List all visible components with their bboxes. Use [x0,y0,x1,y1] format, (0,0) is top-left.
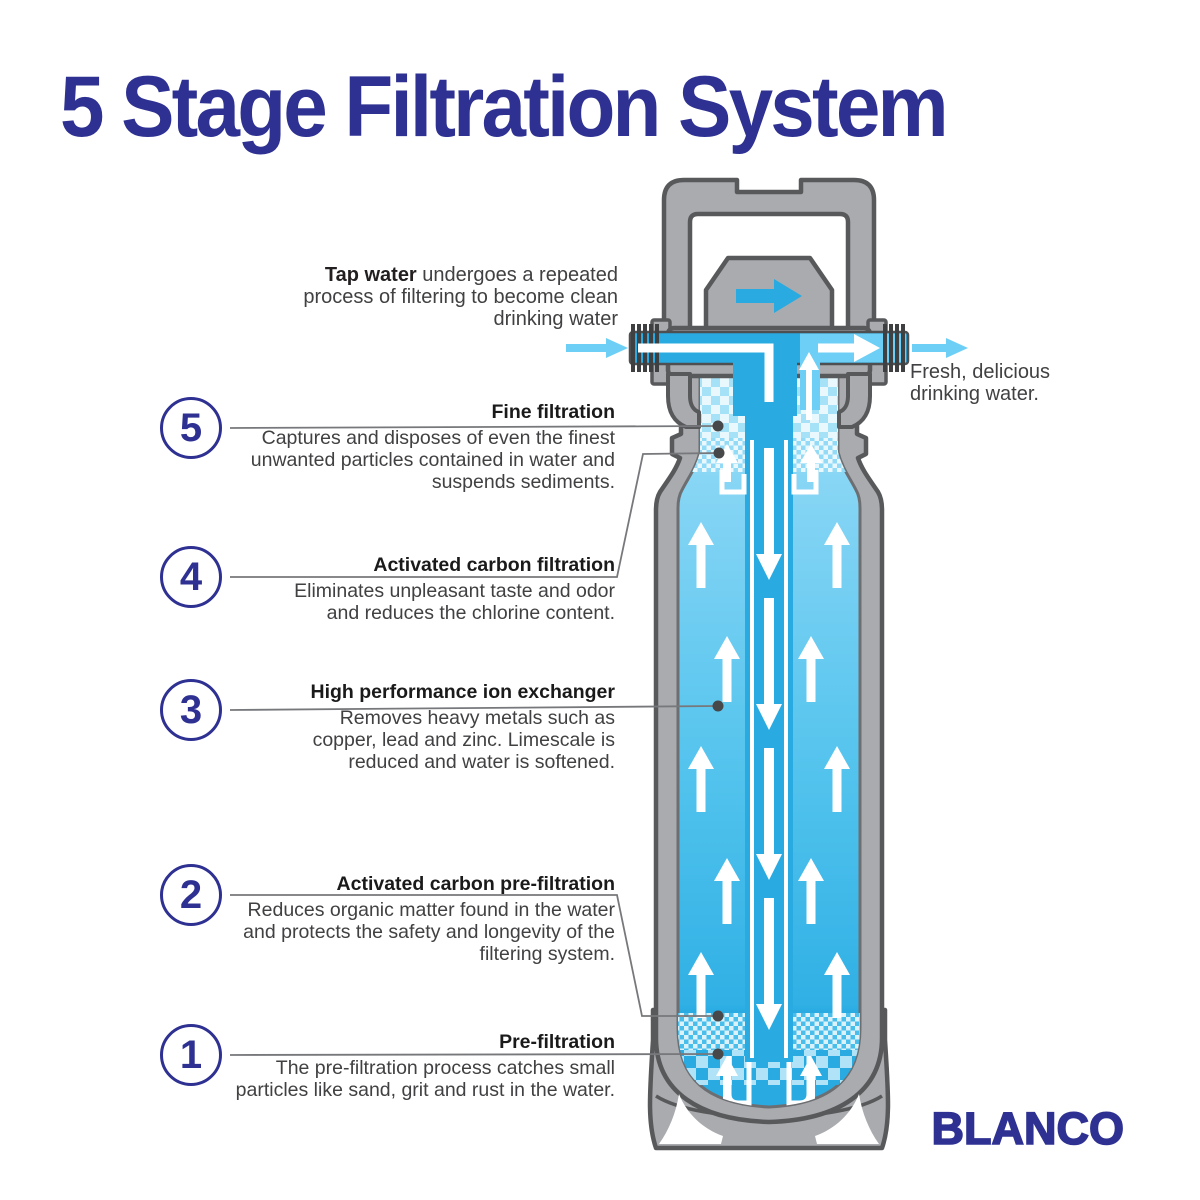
stage-label: Activated carbon pre-filtration [336,873,615,895]
stage-callout-5: Fine filtration Captures and disposes of… [185,401,615,493]
page-title: 5 Stage Filtration System [60,59,949,155]
tap-water-note: Tap water undergoes a repeated process o… [303,264,618,330]
stage-description-line: unwanted particles contained in water an… [250,448,615,471]
mount-ear-left [666,372,701,429]
brand-logo: BLANCO [931,1102,1125,1155]
stage-description-line: and reduces the chlorine content. [326,601,615,624]
stage-number-badge-4: 4 [160,546,222,608]
connector-stage-3 [229,705,719,711]
output-note: Fresh, delicious drinking water. [910,361,1051,405]
stage-description-line: filtering system. [479,942,615,965]
stage-number-badge-3: 3 [160,679,222,741]
stage-description-line: copper, lead and zinc. Limescale is [312,728,615,751]
mount-ear-right [837,372,872,429]
stage-callout-3: High performance ion exchanger Removes h… [185,681,616,773]
stage-description-line: Eliminates unpleasant taste and odor [294,580,615,602]
stage-description-line: particles like sand, grit and rust in th… [235,1078,615,1101]
skirt-gap-left [659,1094,723,1144]
connector-stage-1 [229,1053,719,1056]
callout-connectors [229,425,720,1056]
stage-label: Activated carbon filtration [373,554,615,576]
stage-callout-2: Activated carbon pre-filtration Reduces … [185,873,615,965]
flow-line-out [799,334,880,420]
connector-stage-4 [230,452,720,578]
stage-description-line: Reduces organic matter found in the wate… [247,899,615,921]
flow-line-in [638,343,774,402]
stage-description-line: and protects the safety and longevity of… [243,920,615,943]
tap-water-in-arrow-icon [566,338,628,358]
stage-label: High performance ion exchanger [310,681,616,703]
stage-description-line: suspends sediments. [431,470,615,493]
callout-dots [712,420,725,1060]
tap-water-note-bold: Tap water [324,264,417,286]
stage-label: Pre-filtration [499,1031,615,1053]
stage-callout-1: Pre-filtration The pre-filtration proces… [185,1031,615,1102]
connector-stage-2 [230,894,718,1017]
stage-description-line: reduced and water is softened. [348,750,615,773]
head-flow-arrow-icon [736,279,802,313]
stage-label: Fine filtration [491,401,616,423]
riser-tube [745,370,793,1062]
stage-callout-4: Activated carbon filtration Eliminates u… [185,554,615,625]
stage-number-badge-5: 5 [160,397,222,459]
outlet-thread-icon [883,324,905,372]
flow-channel-lines [719,470,819,1106]
stage-number-badge-2: 2 [160,864,222,926]
stage-description-line: The pre-filtration process catches small [275,1057,615,1079]
pipe-assembly [628,324,910,430]
skirt-gap-right [815,1094,879,1144]
connector-stage-5 [229,425,719,429]
stage-description-line: Removes heavy metals such as [339,707,615,729]
clean-water-out-arrow-icon [912,338,968,358]
stage-description-line: Captures and disposes of even the finest [261,427,615,449]
stage-number-badge-1: 1 [160,1024,222,1086]
